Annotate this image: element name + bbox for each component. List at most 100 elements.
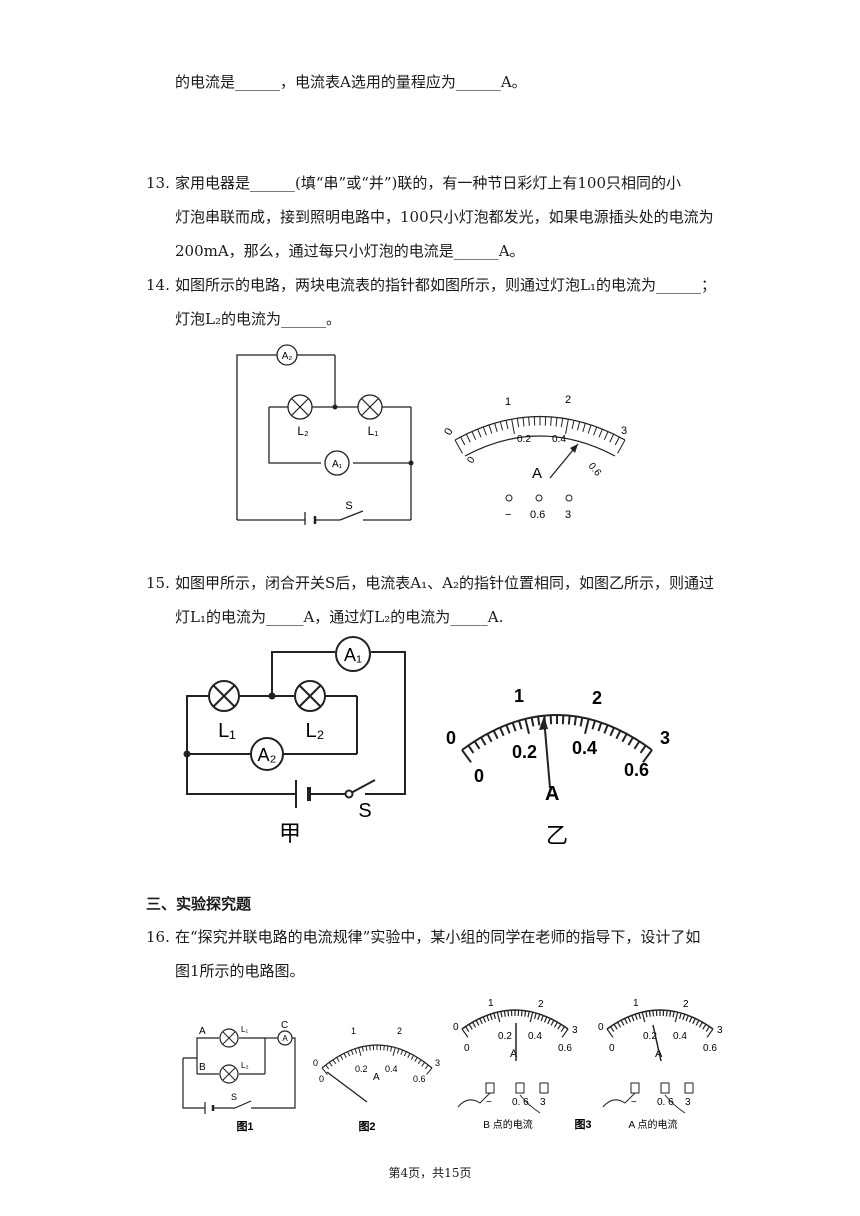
fig3-right-caption: A 点的电流 xyxy=(629,1118,678,1131)
q15-ammeter-a2-label: A₂ xyxy=(258,745,277,765)
scale-tick xyxy=(571,420,575,430)
q14-top-tick-0: 0 xyxy=(442,426,455,437)
scale-tick xyxy=(648,1010,651,1017)
scale-tick xyxy=(597,722,603,732)
terminal-label-3: 3 xyxy=(565,509,571,521)
ammeter-a1: A₁ xyxy=(324,450,350,476)
scale-tick xyxy=(500,1011,503,1018)
scale-tick xyxy=(477,428,482,438)
terminal-minus xyxy=(505,494,513,502)
scale-tick xyxy=(467,744,475,754)
scale-tick xyxy=(503,1010,506,1017)
scale-tick xyxy=(426,1067,433,1075)
scale-tick xyxy=(524,1010,527,1017)
q14-bottom-tick-2: 0.4 xyxy=(552,434,566,445)
scale-tick xyxy=(505,420,509,430)
scale-tick xyxy=(529,1011,534,1023)
scale-tick xyxy=(403,1051,407,1057)
scale-tick xyxy=(354,1048,358,1054)
fig3-right-top-tick-1: 1 xyxy=(633,998,639,1009)
scale-tick xyxy=(400,1049,404,1055)
scale-tick xyxy=(561,1028,569,1038)
scale-tick xyxy=(396,1048,400,1054)
fig3-left-terminal-0-6: 0. 6 xyxy=(512,1097,529,1108)
scale-tick xyxy=(560,1026,565,1032)
scale-tick xyxy=(537,1013,541,1021)
q15-top-tick-1: 1 xyxy=(514,686,524,706)
q15-bottom-tick-1: 0.2 xyxy=(512,742,537,762)
q16-line-1: 在“探究并联电路的电流规律”实验中，某小组的同学在老师的指导下，设计了如 xyxy=(175,928,701,946)
fig2-caption: 图2 xyxy=(358,1120,375,1133)
q14-bottom-tick-0: 0 xyxy=(465,454,477,465)
scale-tick xyxy=(624,1018,628,1025)
scale-tick xyxy=(617,1021,622,1028)
scale-tick xyxy=(627,1016,632,1023)
scale-tick xyxy=(606,1028,614,1038)
switch-s-label: S xyxy=(345,500,352,512)
q16-fig3-ammeters: 0 1 2 3 0 0.2 0.4 0.6 A − 0. 6 3 B 点的电流 … xyxy=(453,998,723,1131)
scale-tick xyxy=(652,1010,655,1017)
scale-tick xyxy=(555,417,558,427)
ammeter-a: A xyxy=(277,1030,293,1046)
scale-tick xyxy=(505,724,511,734)
scale-tick xyxy=(645,1011,648,1018)
battery-symbol xyxy=(204,1102,215,1114)
scale-tick xyxy=(417,1059,422,1065)
fig3-right-terminal-3: 3 xyxy=(685,1097,691,1108)
scale-tick xyxy=(421,1061,426,1067)
scale-tick xyxy=(702,1023,707,1030)
scale-tick xyxy=(472,1021,477,1028)
point-c-label: C xyxy=(281,1020,288,1031)
ammeter-a2: A₂ xyxy=(276,344,298,366)
scale-tick xyxy=(705,1026,710,1032)
q15-circuit-jia: A₁ L₁ L₂ A₂ S 甲 xyxy=(183,636,406,846)
fig3-left-bottom-tick-1: 0.2 xyxy=(498,1031,512,1042)
scale-tick xyxy=(511,722,517,732)
scale-tick xyxy=(473,740,481,750)
fig3-left-top-tick-3: 3 xyxy=(572,1025,578,1036)
scale-tick xyxy=(674,1011,679,1023)
lamp-l2 xyxy=(294,680,326,712)
junction-dot xyxy=(268,692,276,700)
scale-tick xyxy=(706,1028,714,1038)
scale-tick xyxy=(524,718,530,734)
junction-dot xyxy=(183,750,191,758)
scale-tick xyxy=(361,1046,364,1052)
fig3-right-terminal-0-6: 0. 6 xyxy=(657,1097,674,1108)
scale-tick xyxy=(488,424,493,434)
wire-left xyxy=(457,1092,491,1108)
fig3-right-bottom-tick-3: 0.6 xyxy=(703,1043,717,1054)
scale-tick xyxy=(471,431,477,440)
scale-tick xyxy=(698,1021,703,1028)
junction-dot xyxy=(332,404,338,410)
fig3-right-terminal-minus: − xyxy=(631,1097,637,1108)
q15-bottom-tick-0: 0 xyxy=(474,766,484,786)
point-a-label: A xyxy=(199,1026,206,1037)
scale-tick xyxy=(350,1049,354,1055)
scale-tick xyxy=(620,1019,625,1026)
fig2-bottom-tick-1: 0.2 xyxy=(355,1064,368,1074)
fig2-bottom-tick-2: 0.4 xyxy=(385,1064,398,1074)
fig3-right-top-tick-3: 3 xyxy=(717,1025,723,1036)
q13-line-2: 灯泡串联而成，接到照明电路中，100只小灯泡都发光，如果电源插头处的电流为 xyxy=(175,208,714,226)
scale-tick xyxy=(587,424,592,434)
fig3-left-bottom-tick-0: 0 xyxy=(464,1043,470,1054)
scale-tick xyxy=(325,1064,330,1070)
fig3-left-unit: A xyxy=(510,1048,518,1060)
q14-top-tick-3: 3 xyxy=(621,425,627,437)
q15-lamp-l1-label: L₁ xyxy=(218,720,236,742)
fig2-needle xyxy=(326,1071,368,1103)
fig3-right-meter: 0 1 2 3 0 0.2 0.4 0.6 A − 0. 6 3 A 点的电流 xyxy=(598,998,723,1131)
junction-dot xyxy=(408,460,414,466)
scale-tick xyxy=(468,1023,473,1030)
q15-meter-needle xyxy=(543,717,551,789)
wire-right xyxy=(664,1094,686,1114)
scale-tick xyxy=(475,1019,480,1026)
scale-tick xyxy=(567,715,571,725)
scale-tick xyxy=(627,736,634,746)
scale-tick xyxy=(486,1015,490,1022)
q13-line-1: 家用电器是______(填“串”或“并”)联的，有一种节日彩灯上有100只相同的… xyxy=(175,174,682,192)
scale-tick xyxy=(665,1010,668,1017)
terminal-label-0-6: 0.6 xyxy=(530,509,545,521)
fig3-caption: 图3 xyxy=(574,1118,591,1131)
